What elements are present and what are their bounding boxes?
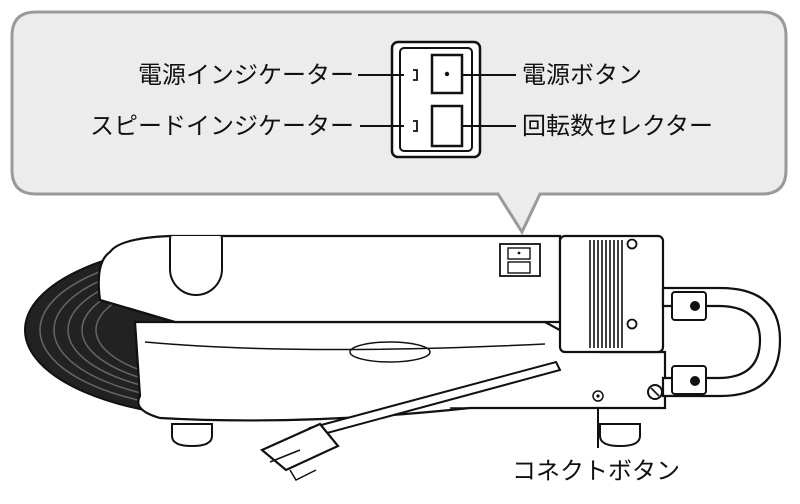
power-indicator-label: 電源インジケーター: [138, 61, 354, 89]
power-button-label: 電源ボタン: [522, 61, 642, 89]
control-panel-zoom: [390, 40, 482, 159]
speed-indicator-label: スピードインジケーター: [90, 112, 354, 140]
base-chassis: [133, 320, 667, 422]
hinge-handle: [661, 286, 782, 398]
connect-button-label: コネクトボタン: [512, 457, 680, 485]
speed-selector-label: 回転数セレクター: [522, 112, 714, 140]
feet: [171, 423, 641, 448]
speed-selector-shape: [430, 104, 464, 148]
tonearm: [259, 360, 562, 481]
body-control-panel: [499, 243, 541, 277]
main-body: [97, 234, 562, 324]
